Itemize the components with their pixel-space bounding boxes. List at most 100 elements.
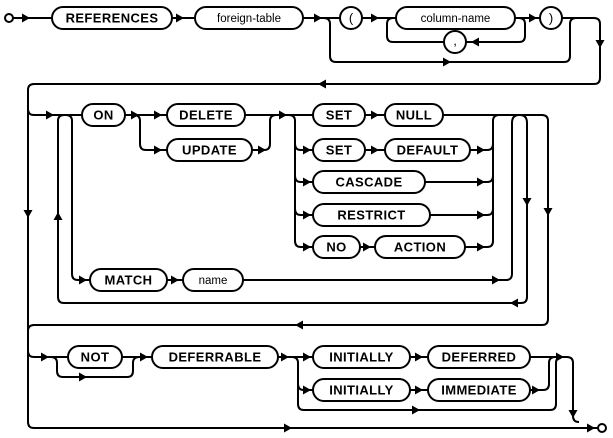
arrowhead-icon <box>154 145 162 155</box>
node-default: DEFAULT <box>384 138 471 162</box>
arrowhead-icon <box>79 372 87 382</box>
node-restrict: RESTRICT <box>312 203 431 227</box>
node-no: NO <box>312 235 361 259</box>
arrowhead-icon <box>532 385 540 395</box>
arrowhead-icon <box>303 177 311 187</box>
node-match: MATCH <box>89 268 168 292</box>
node-set-null-set: SET <box>312 103 366 127</box>
arrowhead-icon <box>131 110 139 120</box>
node-references: REFERENCES <box>51 6 173 30</box>
start-terminal-icon <box>4 13 14 23</box>
node-on: ON <box>81 103 126 127</box>
node-deferred-label: DEFERRED <box>442 350 517 365</box>
node-close-paren-label: ) <box>549 11 553 26</box>
node-null-label: NULL <box>396 108 432 123</box>
arrowhead-icon <box>314 13 322 23</box>
node-default-label: DEFAULT <box>397 143 459 158</box>
arrowhead-icon <box>443 57 451 67</box>
node-delete-label: DELETE <box>179 108 233 123</box>
node-comma: , <box>443 30 467 54</box>
node-deferrable: DEFERRABLE <box>151 345 279 369</box>
node-foreign-table-label: foreign-table <box>217 13 281 25</box>
node-update: UPDATE <box>166 138 253 162</box>
node-immediate-label: IMMEDIATE <box>441 383 517 398</box>
node-action: ACTION <box>374 235 466 259</box>
node-initially-immediate-initially: INITIALLY <box>312 378 411 402</box>
node-name-label: name <box>199 275 228 287</box>
arrowhead-icon <box>492 275 500 285</box>
node-null: NULL <box>384 103 444 127</box>
node-column-name: column-name <box>395 6 516 30</box>
arrowhead-icon <box>371 145 379 155</box>
arrowhead-icon <box>295 320 303 330</box>
node-name: name <box>182 268 244 292</box>
node-set-default-set: SET <box>312 138 366 162</box>
arrowhead-icon <box>303 210 311 220</box>
arrowhead-icon <box>140 352 148 362</box>
arrowhead-icon <box>371 110 379 120</box>
arrowhead-icon <box>171 275 179 285</box>
arrowhead-icon <box>176 13 184 23</box>
node-not-label: NOT <box>81 350 110 365</box>
arrowhead-icon <box>556 352 564 362</box>
node-update-label: UPDATE <box>182 143 237 158</box>
arrowhead-icon <box>22 13 30 23</box>
arrowhead-icon <box>522 198 532 206</box>
arrowhead-icon <box>477 210 485 220</box>
arrowhead-icon <box>510 298 518 308</box>
arrowhead-icon <box>279 110 287 120</box>
arrowhead-icon <box>568 410 578 418</box>
arrowhead-icon <box>477 177 485 187</box>
arrowhead-icon <box>477 145 485 155</box>
node-immediate: IMMEDIATE <box>427 378 531 402</box>
arrowhead-icon <box>543 208 553 216</box>
arrowhead-icon <box>284 423 292 433</box>
node-not: NOT <box>67 345 123 369</box>
arrowhead-icon <box>281 352 289 362</box>
node-on-label: ON <box>93 108 113 123</box>
node-deferred: DEFERRED <box>427 345 531 369</box>
arrowhead-icon <box>415 385 423 395</box>
arrowhead-icon <box>415 352 423 362</box>
arrowhead-icon <box>303 352 311 362</box>
arrowhead-icon <box>595 40 605 48</box>
node-close-paren: ) <box>539 6 563 30</box>
arrowheads <box>22 13 605 433</box>
arrowhead-icon <box>471 37 479 47</box>
end-terminal-icon <box>597 423 607 433</box>
arrowhead-icon <box>46 110 54 120</box>
node-initially1-label: INITIALLY <box>329 350 394 365</box>
arrowhead-icon <box>303 242 311 252</box>
arrowhead-icon <box>412 405 420 415</box>
node-references-label: REFERENCES <box>66 11 159 26</box>
node-set1-label: SET <box>326 108 352 123</box>
node-open-paren: ( <box>339 6 363 30</box>
arrowhead-icon <box>23 210 33 218</box>
node-set2-label: SET <box>326 143 352 158</box>
node-cascade-label: CASCADE <box>335 175 402 190</box>
arrowhead-icon <box>154 110 162 120</box>
arrowhead-icon <box>53 212 63 220</box>
arrowhead-icon <box>41 352 49 362</box>
railroad-lines <box>13 17 601 429</box>
node-deferrable-label: DEFERRABLE <box>169 350 262 365</box>
node-initially2-label: INITIALLY <box>329 383 394 398</box>
arrowhead-icon <box>318 79 326 89</box>
arrowhead-icon <box>363 242 371 252</box>
arrowhead-icon <box>79 275 87 285</box>
node-comma-label: , <box>453 33 457 48</box>
arrowhead-icon <box>371 13 379 23</box>
arrowhead-icon <box>303 145 311 155</box>
node-delete: DELETE <box>166 103 246 127</box>
node-initially-deferred-initially: INITIALLY <box>312 345 411 369</box>
arrowhead-icon <box>303 385 311 395</box>
node-foreign-table: foreign-table <box>194 6 304 30</box>
node-restrict-label: RESTRICT <box>337 208 405 223</box>
node-no-label: NO <box>326 240 346 255</box>
arrowhead-icon <box>529 13 537 23</box>
node-column-name-label: column-name <box>421 13 491 25</box>
node-open-paren-label: ( <box>349 11 354 26</box>
arrowhead-icon <box>258 145 266 155</box>
